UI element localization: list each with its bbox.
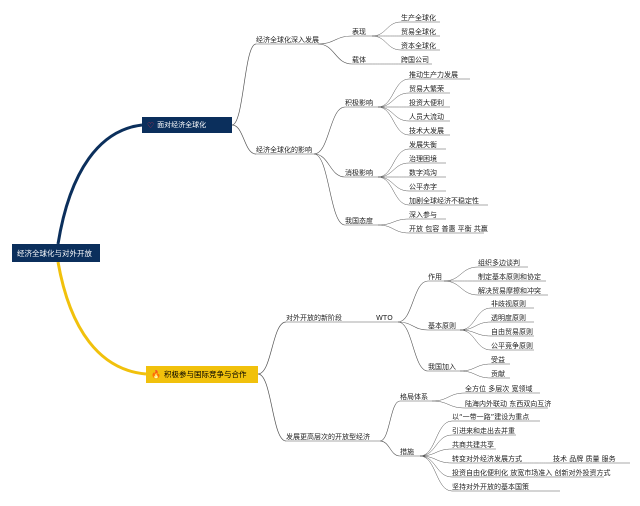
- node-positive[interactable]: 积极影响: [345, 99, 373, 107]
- leaf-item[interactable]: 公平赤字: [409, 183, 437, 191]
- leaf-item[interactable]: 透明度原则: [491, 314, 526, 322]
- node-attitude[interactable]: 我国态度: [345, 217, 373, 225]
- connector: [419, 434, 453, 457]
- node-geju[interactable]: 格局体系: [400, 393, 428, 401]
- connector: [317, 35, 353, 45]
- connector: [419, 420, 453, 457]
- connector: [379, 400, 401, 442]
- connector: [317, 43, 353, 65]
- connector: [257, 373, 287, 442]
- node-impact[interactable]: 经济全球化的影响: [256, 146, 312, 154]
- connector: [257, 321, 287, 375]
- connector: [313, 153, 346, 178]
- connector: [377, 224, 410, 234]
- leaf-item[interactable]: 制定基本原则和协定: [478, 273, 541, 281]
- connector: [397, 280, 429, 323]
- leaf-item[interactable]: 治理困境: [409, 155, 437, 163]
- leaf-item[interactable]: 受益: [491, 356, 505, 364]
- leaf-item[interactable]: 公平竞争原则: [491, 342, 533, 350]
- leaf-item[interactable]: 共商共建共享: [452, 441, 494, 449]
- connector: [459, 329, 492, 351]
- connector: [231, 124, 257, 155]
- leaf-item[interactable]: 发展失衡: [409, 141, 437, 149]
- node-wto[interactable]: WTO: [376, 314, 393, 322]
- leaf-item[interactable]: 技术大发展: [409, 127, 444, 135]
- leaf-item[interactable]: 非歧视原则: [491, 300, 526, 308]
- branch-globalization[interactable]: ♡面对经济全球化: [142, 117, 232, 133]
- leaf-item[interactable]: 全方位 多层次 宽领域: [465, 385, 533, 393]
- connector: [443, 280, 479, 296]
- leaf-item[interactable]: 引进来和走出去并重: [452, 427, 515, 435]
- node-zaiti[interactable]: 载体: [352, 56, 366, 64]
- connector: [371, 21, 402, 37]
- connector: [313, 153, 346, 226]
- connector: [377, 106, 410, 136]
- leaf-item[interactable]: 解决贸易摩擦和冲突: [478, 287, 541, 295]
- leaf-item[interactable]: 自由贸易原则: [491, 328, 533, 336]
- leaf-item[interactable]: 以“一带一路”建设为重点: [452, 413, 530, 421]
- node-cuoshi[interactable]: 措施: [400, 448, 414, 456]
- leaf-item[interactable]: 转变对外经济发展方式: [452, 455, 522, 463]
- connector: [377, 148, 410, 178]
- leaf-item[interactable]: 组织多边谈判: [478, 259, 520, 267]
- leaf-item[interactable]: 资本全球化: [401, 42, 436, 50]
- leaf-item[interactable]: 数字鸿沟: [409, 169, 437, 177]
- leaf-item[interactable]: 开放 包容 普惠 平衡 共赢: [409, 225, 488, 233]
- leaf-item[interactable]: 深入参与: [409, 211, 437, 219]
- leaf-item[interactable]: 贸易大繁荣: [409, 85, 444, 93]
- leaf-item[interactable]: 贡献: [491, 370, 505, 378]
- node-new-stage[interactable]: 对外开放的新阶段: [286, 314, 342, 322]
- node-jiaru[interactable]: 我国加入: [428, 363, 456, 371]
- connector: [377, 92, 410, 108]
- leaf-item[interactable]: 跨国公司: [401, 56, 429, 64]
- connector: [443, 266, 479, 282]
- connector: [313, 106, 346, 155]
- leaf-item[interactable]: 技术 品牌 质量 服务: [553, 455, 616, 463]
- leaf-item[interactable]: 生产全球化: [401, 14, 436, 22]
- leaf-item[interactable]: 投资自由化便利化 放宽市场准入 创新对外投资方式: [452, 469, 611, 477]
- connector: [419, 455, 453, 492]
- fire-icon: 🔥: [151, 370, 161, 379]
- connector: [431, 400, 466, 409]
- connector: [397, 321, 429, 372]
- node-yuanze[interactable]: 基本原则: [428, 322, 456, 330]
- connector: [231, 43, 257, 126]
- connector: [377, 176, 410, 206]
- connector: [431, 392, 466, 402]
- connector: [377, 176, 410, 192]
- connector: [377, 218, 410, 226]
- root-node[interactable]: 经济全球化与对外开放: [12, 244, 100, 262]
- branch-globalization-label: 面对经济全球化: [157, 121, 207, 129]
- heart-icon: ♡: [147, 120, 155, 130]
- connector: [397, 321, 429, 331]
- node-biaoxian[interactable]: 表现: [352, 28, 366, 36]
- node-higher-open[interactable]: 发展更高层次的开放型经济: [286, 433, 370, 441]
- leaf-item[interactable]: 推动生产力发展: [409, 71, 458, 79]
- branch-competition[interactable]: 🔥积极参与国际竞争与合作: [146, 366, 258, 383]
- connector: [459, 307, 492, 331]
- root-label: 经济全球化与对外开放: [17, 248, 92, 258]
- node-deep-development[interactable]: 经济全球化深入发展: [256, 36, 319, 44]
- branch-competition-label: 积极参与国际竞争与合作: [163, 370, 247, 379]
- connector: [377, 106, 410, 122]
- leaf-item[interactable]: 坚持对外开放的基本国策: [452, 483, 529, 491]
- connector: [371, 35, 402, 51]
- leaf-item[interactable]: 加剧全球经济不稳定性: [409, 197, 479, 205]
- connector: [56, 123, 143, 245]
- connector: [459, 370, 492, 379]
- connector: [419, 448, 453, 457]
- leaf-item[interactable]: 陆海内外联动 东西双向互济: [465, 400, 552, 408]
- connector: [459, 321, 492, 331]
- connector: [377, 78, 410, 108]
- leaf-item[interactable]: 贸易全球化: [401, 28, 436, 36]
- connector: [56, 261, 147, 376]
- leaf-item[interactable]: 人员大流动: [409, 113, 444, 121]
- connector: [379, 440, 401, 457]
- connector: [459, 363, 492, 372]
- connector: [377, 162, 410, 178]
- leaf-item[interactable]: 投资大便利: [409, 99, 444, 107]
- node-zuoyong[interactable]: 作用: [428, 273, 442, 281]
- node-negative[interactable]: 消极影响: [345, 169, 373, 177]
